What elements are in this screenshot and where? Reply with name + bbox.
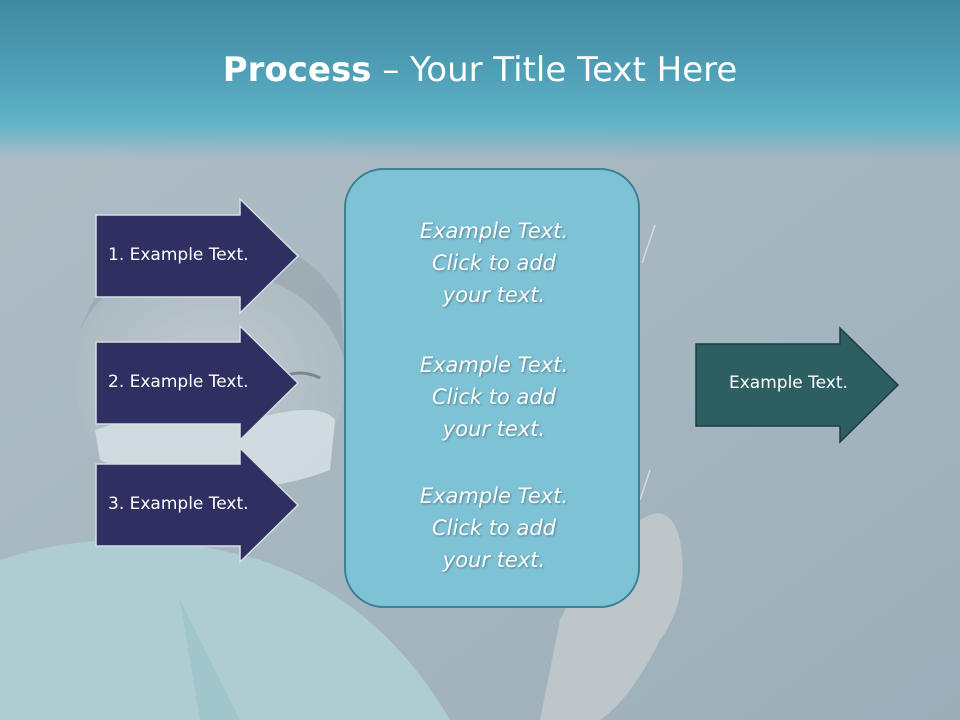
arrow-label: 2. Example Text. [108,372,249,392]
output-arrow[interactable]: Example Text. [695,326,900,444]
text-block-2: Example Text. Click to add your text. [346,349,642,445]
title-band [0,0,960,160]
arrow-shape [695,326,900,444]
slide-title[interactable]: Process – Your Title Text Here [0,50,960,90]
text-line: your text. [442,548,546,572]
text-line: Click to add [431,251,556,275]
process-arrow-3[interactable]: 3. Example Text. [95,446,300,564]
text-line: Click to add [431,516,556,540]
text-block-1: Example Text. Click to add your text. [346,215,642,311]
arrow-label: 1. Example Text. [108,245,249,265]
text-line: your text. [442,417,546,441]
text-line: your text. [442,283,546,307]
process-arrow-1[interactable]: 1. Example Text. [95,197,300,315]
arrow-label: 3. Example Text. [108,494,249,514]
process-arrow-2[interactable]: 2. Example Text. [95,324,300,442]
text-line: Click to add [431,385,556,409]
title-rest: – Your Title Text Here [371,50,738,90]
center-text-box[interactable]: Example Text. Click to add your text. Ex… [344,168,640,608]
text-line: Example Text. [419,219,569,243]
arrow-label: Example Text. [729,373,848,393]
text-line: Example Text. [419,484,569,508]
text-block-3: Example Text. Click to add your text. [346,480,642,576]
arrow-shape [95,197,300,315]
arrow-shape [95,324,300,442]
title-bold: Process [222,50,372,90]
arrow-shape [95,446,300,564]
text-line: Example Text. [419,353,569,377]
